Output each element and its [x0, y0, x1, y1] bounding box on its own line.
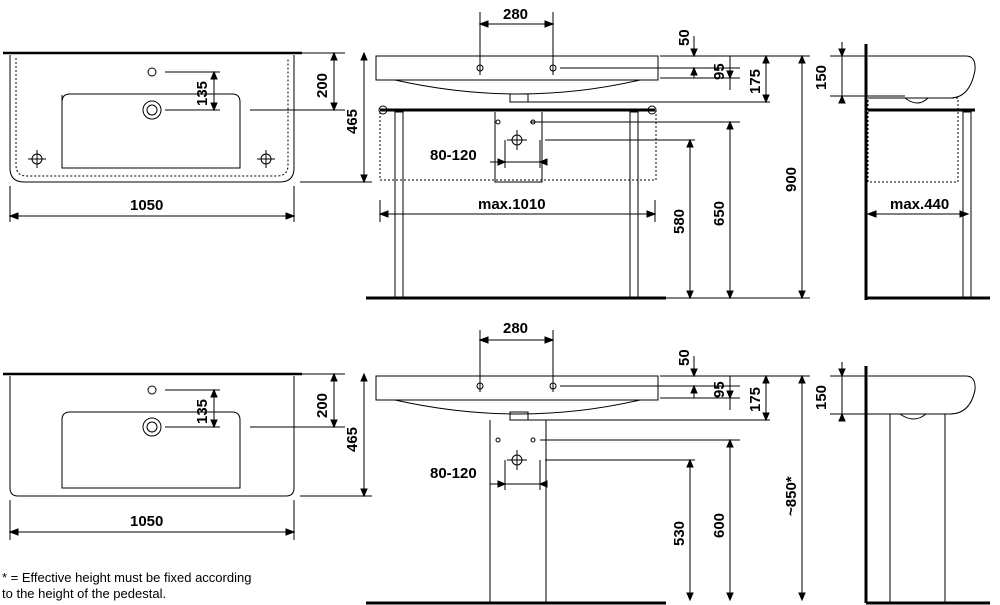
bottom-front-view — [366, 330, 810, 605]
top-front-dim-650-label: 650 — [711, 201, 728, 226]
bottom-plan-width-label: 1050 — [130, 513, 163, 530]
top-plan-fixing-right-icon — [257, 150, 275, 168]
bottom-plan-view — [3, 372, 372, 540]
footnote-line-1: * = Effective height must be fixed accor… — [2, 570, 252, 585]
top-front-dim-175-label: 175 — [747, 69, 764, 94]
top-side-dim-150-label: 150 — [813, 65, 830, 90]
bottom-side-view — [830, 362, 990, 605]
top-front-dim-95-label: 95 — [711, 63, 728, 80]
top-front-rail-width-label: max.1010 — [478, 196, 546, 213]
top-plan-dim-135-label: 135 — [194, 81, 211, 106]
top-side-view — [830, 42, 990, 300]
bottom-front-hole-spacing-label: 280 — [503, 320, 528, 337]
bottom-plan-dim-200-label: 200 — [314, 393, 331, 418]
top-plan-fixing-left-icon — [28, 150, 46, 168]
bottom-front-dim-600-label: 600 — [711, 513, 728, 538]
bottom-front-dim-850-label: ~850* — [783, 476, 800, 516]
top-plan-view — [3, 51, 372, 222]
top-front-hole-spacing-label: 280 — [503, 6, 528, 23]
top-front-view — [366, 12, 810, 300]
top-plan-dim-200-label: 200 — [314, 73, 331, 98]
top-front-outlet-range-label: 80-120 — [430, 147, 477, 164]
bottom-front-dim-50-label: 50 — [676, 349, 693, 366]
top-side-depth-label: max.440 — [890, 196, 949, 213]
bottom-front-dim-530-label: 530 — [671, 521, 688, 546]
top-front-dim-50-label: 50 — [676, 29, 693, 46]
bottom-front-dim-175-label: 175 — [747, 387, 764, 412]
bottom-front-dim-95-label: 95 — [711, 381, 728, 398]
top-front-dim-580-label: 580 — [671, 209, 688, 234]
bottom-side-dim-150-label: 150 — [813, 385, 830, 410]
top-plan-width-label: 1050 — [130, 197, 163, 214]
top-plan-depth-label: 465 — [344, 109, 361, 134]
footnote-line-2: to the height of the pedestal. — [2, 586, 167, 601]
bottom-front-outlet-range-label: 80-120 — [430, 465, 477, 482]
bottom-plan-depth-label: 465 — [344, 427, 361, 452]
footnote: * = Effective height must be fixed accor… — [2, 570, 302, 602]
bottom-plan-dim-135-label: 135 — [194, 399, 211, 424]
top-front-dim-900-label: 900 — [783, 167, 800, 192]
